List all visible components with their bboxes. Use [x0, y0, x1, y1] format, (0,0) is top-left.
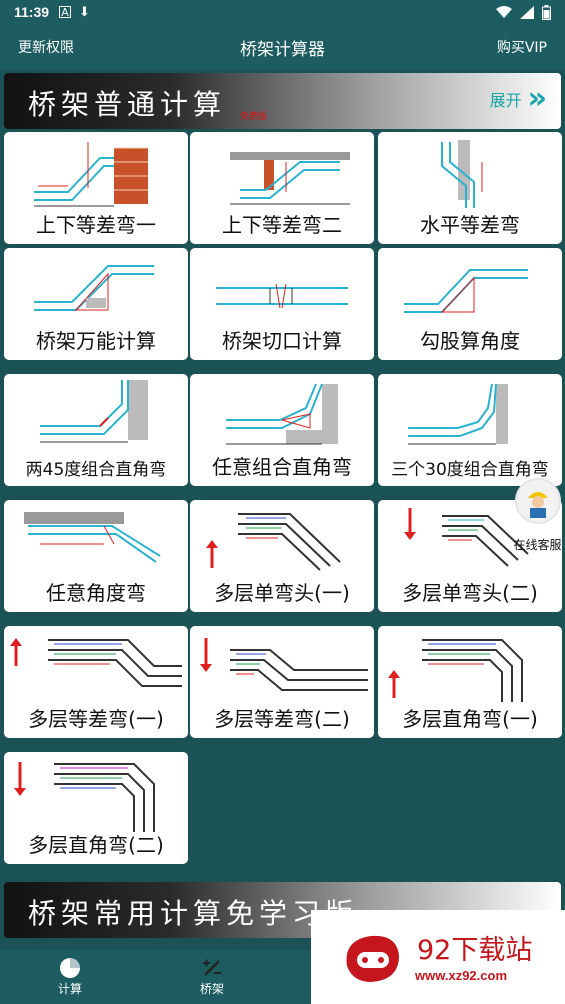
card-label: 桥架切口计算 — [222, 329, 342, 353]
step-up-wall-diagram-icon — [34, 142, 148, 207]
card-label: 任意组合直角弯 — [212, 455, 352, 479]
online-service-button[interactable]: 在线客服 — [510, 478, 565, 554]
calc-card-multi-single-2[interactable]: 多层单弯头(二) — [378, 500, 562, 612]
multi-right-2-diagram-icon — [14, 762, 155, 832]
expand-button[interactable]: 展开 » — [489, 81, 547, 116]
calc-card-two-45[interactable]: 两45度组合直角弯 — [4, 374, 188, 486]
cut-diagram-icon — [216, 283, 348, 309]
calc-card-pythagoras[interactable]: 勾股算角度 — [378, 248, 562, 360]
calc-card-multi-right-2[interactable]: 多层直角弯(二) — [4, 752, 188, 864]
download-icon: ⬇ — [79, 4, 90, 20]
calc-card-multi-single-1[interactable]: 多层单弯头(一) — [190, 500, 374, 612]
calc-card-multi-right-1[interactable]: 多层直角弯(一) — [378, 626, 562, 738]
percent-icon — [203, 959, 221, 976]
signal-icon — [520, 5, 534, 19]
app-bar: 更新权限 桥架计算器 购买VIP — [0, 24, 565, 70]
two-45-diagram-icon — [40, 380, 148, 443]
site-watermark: 92下载站 www.xz92.com — [311, 910, 565, 1004]
card-label: 多层单弯头(二) — [402, 581, 538, 605]
any-combo-diagram-icon — [226, 383, 338, 445]
calc-card-step-up-wall[interactable]: 上下等差弯一 — [4, 132, 188, 244]
normal-calc-banner[interactable]: 桥架普通计算 免费版 展开 » — [4, 73, 561, 129]
card-label: 上下等差弯二 — [222, 213, 342, 237]
nav-tray-label: 桥架 — [199, 982, 224, 996]
card-label: 水平等差弯 — [420, 213, 520, 237]
banner-title: 桥架普通计算 — [28, 88, 227, 121]
card-label: 勾股算角度 — [420, 329, 520, 353]
card-label: 多层等差弯(一) — [28, 707, 164, 731]
watermark-title: 92下载站 — [417, 935, 533, 966]
any-angle-diagram-icon — [24, 512, 161, 563]
calculator-icon — [60, 958, 80, 978]
calc-card-multi-offset-2[interactable]: 多层等差弯(二) — [190, 626, 374, 738]
nav-calc-tab[interactable]: 计算 — [30, 956, 110, 997]
nav-calc-label: 计算 — [57, 982, 82, 996]
banner-title: 桥架常用计算免学习版 — [28, 897, 359, 930]
calc-card-multi-offset-1[interactable]: 多层等差弯(一) — [4, 626, 188, 738]
status-time: 11:39 — [14, 4, 50, 20]
multi-offset-2-diagram-icon — [200, 638, 368, 691]
card-label: 两45度组合直角弯 — [25, 460, 167, 480]
expand-label: 展开 — [489, 91, 522, 110]
double-chevron-right-icon: » — [527, 81, 547, 116]
step-down-wall-diagram-icon — [230, 152, 350, 205]
calc-card-step-down-wall[interactable]: 上下等差弯二 — [190, 132, 374, 244]
calc-card-any-angle[interactable]: 任意角度弯 — [4, 500, 188, 612]
battery-icon — [542, 4, 551, 20]
card-label: 多层等差弯(二) — [214, 707, 350, 731]
status-bar: 11:39 A ⬇ — [0, 0, 565, 24]
three-30-diagram-icon — [408, 383, 508, 445]
free-version-tag: 免费版 — [240, 112, 268, 122]
multi-single-1-diagram-icon — [206, 513, 341, 571]
nav-tray-tab[interactable]: 桥架 — [172, 956, 252, 997]
calc-card-universal[interactable]: 桥架万能计算 — [4, 248, 188, 360]
universal-diagram-icon — [34, 265, 154, 311]
watermark-logo-icon — [346, 935, 399, 982]
calc-card-horizontal-offset[interactable]: 水平等差弯 — [378, 132, 562, 244]
calc-card-three-30[interactable]: 三个30度组合直角弯 — [378, 374, 562, 486]
buy-vip-button[interactable]: 购买VIP — [496, 40, 547, 56]
calc-card-cut[interactable]: 桥架切口计算 — [190, 248, 374, 360]
calc-card-any-combo[interactable]: 任意组合直角弯 — [190, 374, 374, 486]
page-title: 桥架计算器 — [240, 39, 325, 60]
service-avatar-icon — [514, 478, 561, 524]
card-label: 桥架万能计算 — [36, 329, 156, 353]
card-label: 三个30度组合直角弯 — [391, 460, 549, 480]
card-label: 多层直角弯(二) — [28, 833, 164, 857]
multi-offset-1-diagram-icon — [10, 638, 182, 687]
a-icon: A — [59, 6, 72, 19]
horizontal-offset-diagram-icon — [441, 140, 483, 208]
wifi-icon — [496, 5, 512, 18]
card-label: 多层直角弯(一) — [402, 707, 538, 731]
multi-single-2-diagram-icon — [404, 508, 529, 567]
common-calc-banner[interactable]: 桥架常用计算免学习版 — [4, 882, 561, 938]
online-service-label: 在线客服 — [513, 538, 562, 552]
pythagoras-diagram-icon — [404, 269, 528, 313]
card-label: 任意角度弯 — [46, 581, 146, 605]
multi-right-1-diagram-icon — [388, 639, 523, 702]
card-label: 多层单弯头(一) — [214, 581, 350, 605]
update-permission-button[interactable]: 更新权限 — [18, 40, 74, 56]
card-label: 上下等差弯一 — [36, 213, 156, 237]
watermark-url: www.xz92.com — [415, 968, 507, 983]
